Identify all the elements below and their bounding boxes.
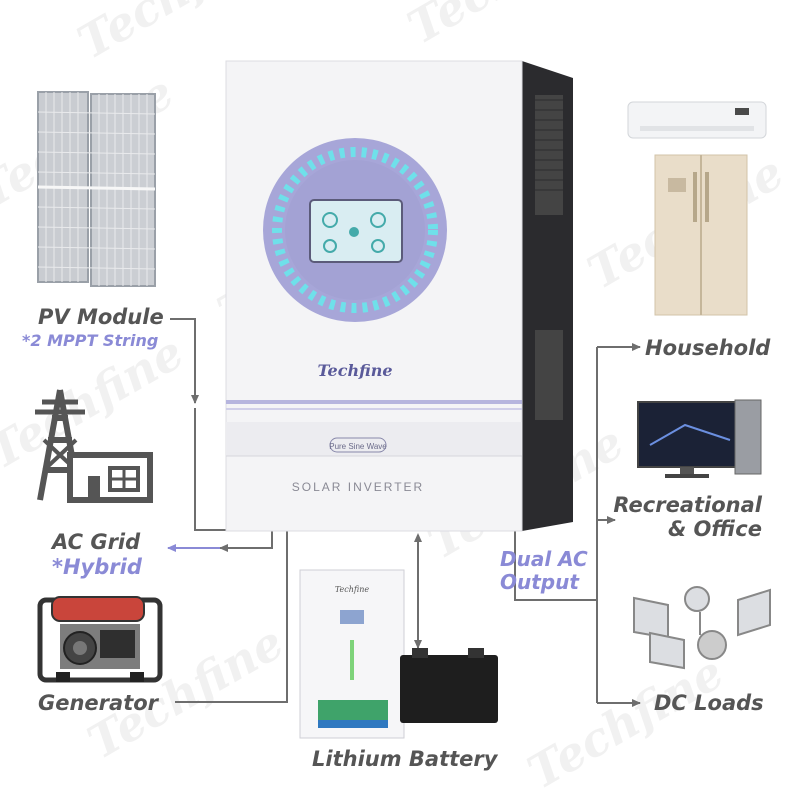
generator-icon	[37, 596, 163, 683]
ac-grid-note: *Hybrid	[52, 555, 142, 579]
lithium-battery-icon: Techfine	[299, 569, 498, 739]
refrigerator-icon	[654, 154, 748, 316]
recreational-label-line2: & Office	[667, 517, 762, 541]
inverter-brand: Techfine	[317, 361, 392, 380]
pv-connector	[170, 318, 199, 404]
solar-panel-icon	[37, 91, 156, 287]
dual-ac-output-line2: Output	[500, 570, 579, 594]
inverter-model: SOLAR INVERTER	[292, 480, 424, 494]
generator-label: Generator	[38, 691, 159, 715]
output-connector	[514, 520, 597, 601]
battery-brand: Techfine	[335, 585, 370, 594]
inverter-badge: Pure Sine Wave	[329, 442, 387, 451]
floodlight-icon	[633, 586, 771, 670]
inverter-device: Techfine Pure Sine Wave SOLAR INVERTER	[225, 60, 573, 532]
ac-grid-label: AC Grid	[52, 530, 141, 554]
pv-module-label: PV Module	[38, 305, 164, 329]
dc-loads-label: DC Loads	[654, 691, 764, 715]
battery-label: Lithium Battery	[312, 747, 498, 771]
power-grid-icon	[35, 389, 153, 503]
pv-mppt-note: *2 MPPT String	[22, 331, 159, 350]
dual-ac-output-line1: Dual AC	[500, 547, 588, 571]
air-conditioner-icon	[627, 101, 767, 139]
computer-icon	[637, 399, 762, 478]
recreational-label-line1: Recreational	[613, 493, 762, 517]
generator-connector	[175, 507, 291, 703]
household-label: Household	[645, 336, 771, 360]
